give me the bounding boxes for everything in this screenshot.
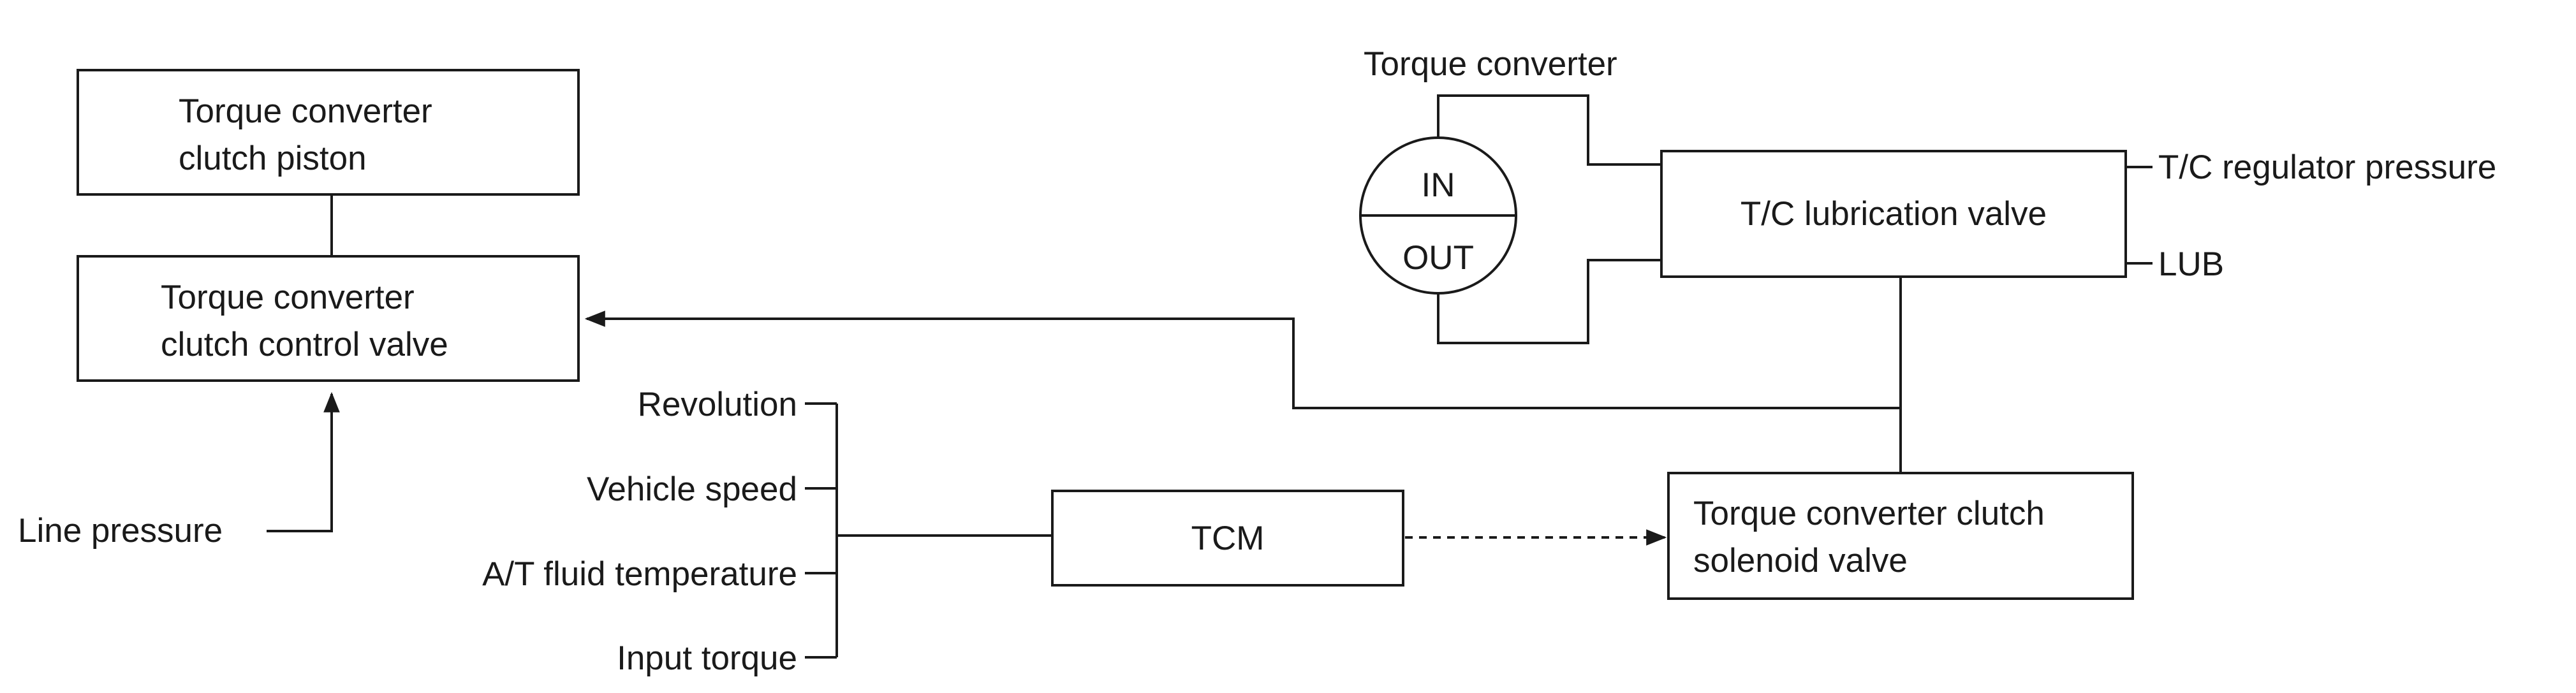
tcm-block: TCM: [1051, 490, 1404, 587]
converter-out-line: [1437, 259, 1661, 344]
tcc-solenoid-valve-label-line2: solenoid valve: [1693, 542, 1908, 580]
input-torque-label: Input torque: [617, 639, 797, 677]
tcc-solenoid-valve-label-line1: Torque converter clutch: [1693, 495, 2045, 532]
signal-pressure-arrow: [584, 310, 1901, 409]
tc-lubrication-valve-block: T/C lubrication valve: [1660, 150, 2127, 278]
torque-converter-label: Torque converter: [1364, 45, 1617, 83]
tc-lubrication-valve-label: T/C lubrication valve: [1741, 195, 2047, 233]
input-revolution-label: Revolution: [638, 386, 797, 423]
torque-converter: Torque converter IN OUT: [1359, 45, 1617, 295]
tcc-piston-block: Torque converter clutch piston: [77, 69, 580, 196]
input-vehicle-speed-label: Vehicle speed: [587, 471, 797, 508]
tcc-control-valve-block: Torque converter clutch control valve: [77, 255, 580, 382]
tc-regulator-pressure-label: T/C regulator pressure: [2158, 149, 2496, 186]
tcc-piston-label-line1: Torque converter: [179, 92, 432, 130]
input-fluid-temperature-label: A/T fluid temperature: [482, 555, 797, 593]
line-pressure-label: Line pressure: [18, 512, 223, 550]
tcc-control-valve-label-line2: clutch control valve: [161, 326, 448, 363]
torque-converter-out-label: OUT: [1402, 239, 1474, 277]
tcm-label: TCM: [1191, 520, 1265, 557]
line-pressure-arrow: [267, 391, 340, 532]
tcc-piston-label-line2: clutch piston: [179, 140, 367, 177]
tcc-control-valve-label-line1: Torque converter: [161, 279, 415, 316]
lub-label: LUB: [2158, 245, 2224, 283]
tcm-inputs: Revolution Vehicle speed A/T fluid tempe…: [482, 386, 1052, 677]
converter-in-line: [1437, 94, 1661, 166]
tcc-solenoid-valve-block: Torque converter clutch solenoid valve: [1667, 472, 2134, 600]
torque-converter-in-label: IN: [1422, 166, 1455, 204]
